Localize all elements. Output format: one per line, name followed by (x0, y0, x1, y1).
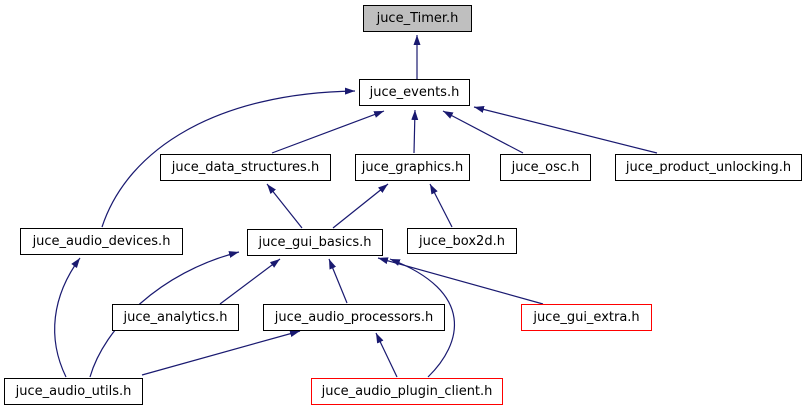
node-juce-timer[interactable]: juce_Timer.h (363, 5, 472, 32)
node-juce-audio-utils[interactable]: juce_audio_utils.h (4, 378, 143, 405)
node-juce-events[interactable]: juce_events.h (359, 79, 470, 106)
node-juce-osc[interactable]: juce_osc.h (500, 154, 591, 181)
edge-data-structures-to-events (271, 110, 385, 154)
node-juce-product-unlocking[interactable]: juce_product_unlocking.h (615, 154, 802, 181)
node-juce-audio-plugin-client[interactable]: juce_audio_plugin_client.h (311, 378, 503, 405)
node-juce-analytics[interactable]: juce_analytics.h (112, 304, 239, 331)
node-juce-audio-processors[interactable]: juce_audio_processors.h (263, 304, 445, 331)
edge-gui-basics-to-data-structures (266, 183, 303, 229)
edge-audio-processors-to-gui-basics (328, 258, 348, 304)
edge-audio-plugin-client-to-audio-processors (375, 332, 398, 378)
node-juce-gui-extra[interactable]: juce_gui_extra.h (521, 304, 652, 331)
edge-gui-basics-to-graphics (332, 183, 389, 229)
edge-product-unlocking-to-events (473, 106, 658, 154)
edge-analytics-to-gui-basics (219, 258, 281, 305)
node-juce-box2d[interactable]: juce_box2d.h (407, 228, 517, 254)
edge-osc-to-events (442, 110, 524, 154)
edge-box2d-to-graphics (429, 183, 453, 228)
node-juce-gui-basics[interactable]: juce_gui_basics.h (247, 229, 383, 256)
edge-audio-utils-to-audio-devices (54, 257, 81, 378)
edge-audio-devices-to-events (101, 87, 356, 228)
edge-graphics-to-events (411, 109, 419, 154)
edge-audio-plugin-client-to-gui-basics (389, 258, 455, 378)
edge-audio-utils-to-audio-processors (141, 330, 301, 376)
node-juce-graphics[interactable]: juce_graphics.h (355, 154, 470, 181)
edge-audio-utils-to-gui-basics (89, 251, 240, 378)
node-juce-audio-devices[interactable]: juce_audio_devices.h (20, 228, 183, 255)
node-juce-data-structures[interactable]: juce_data_structures.h (160, 154, 331, 181)
